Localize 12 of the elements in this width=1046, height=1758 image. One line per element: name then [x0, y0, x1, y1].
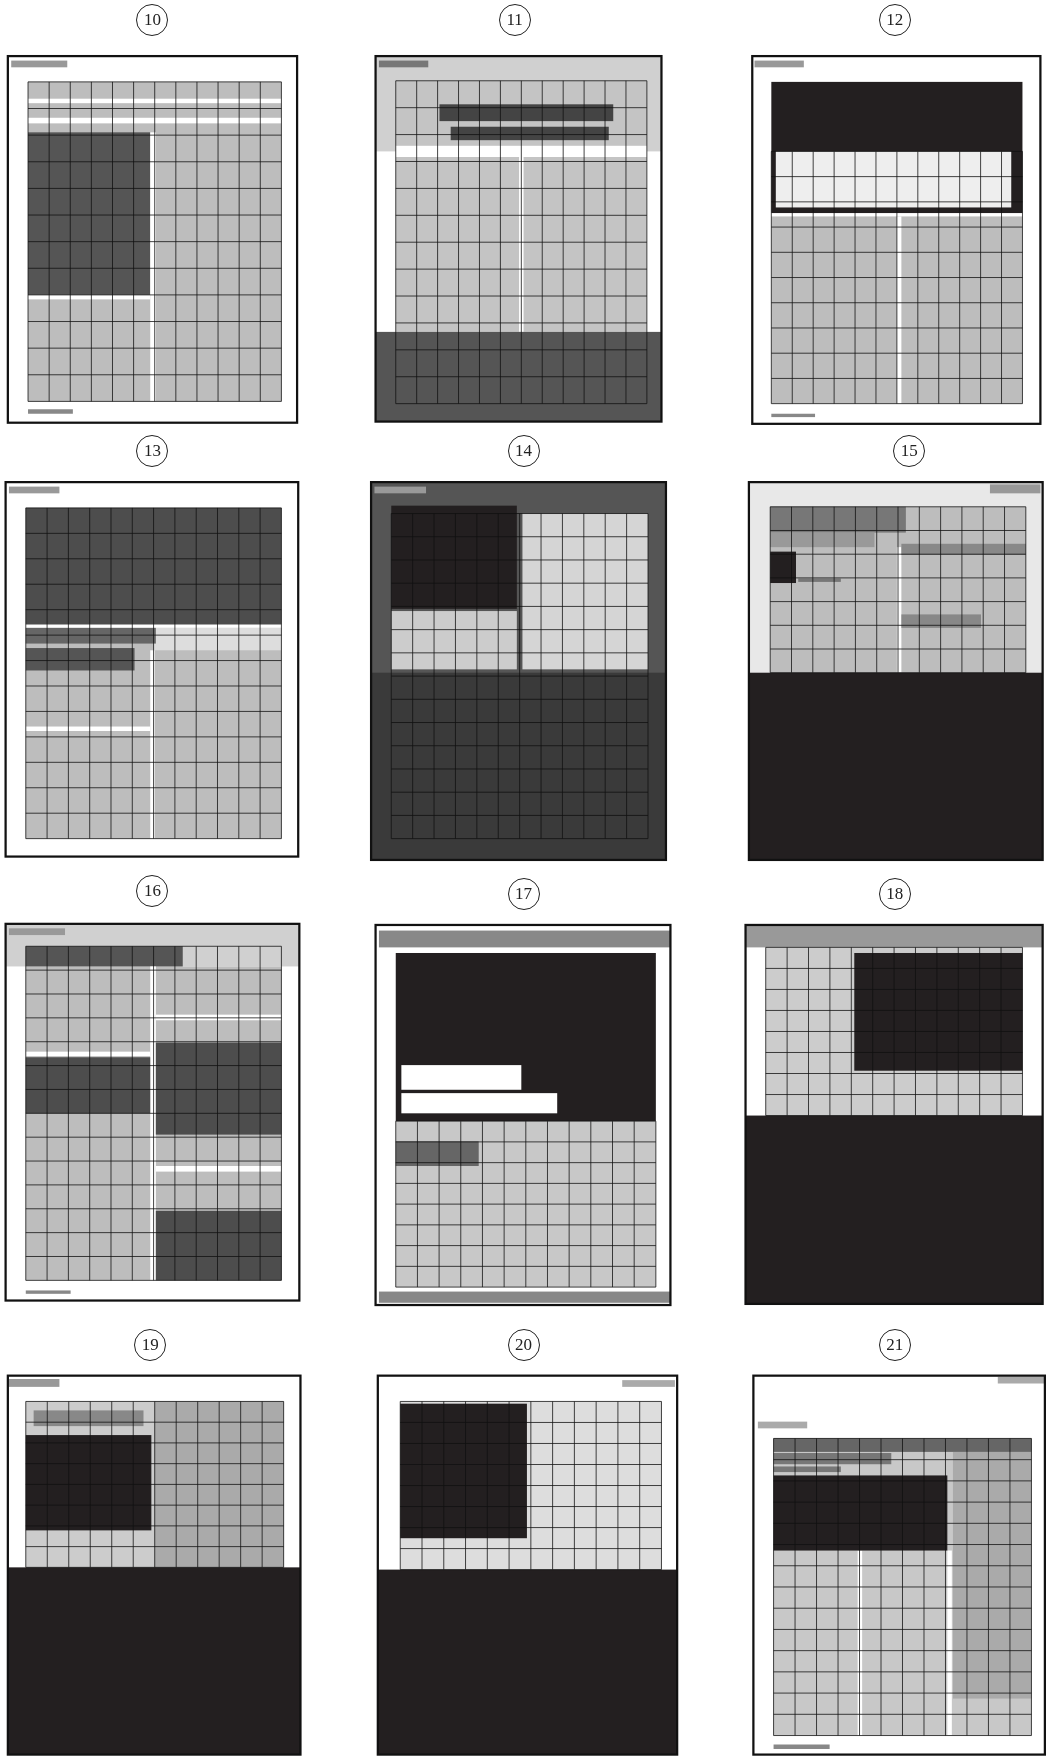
number-circle: 14: [507, 434, 540, 467]
number-circle: 20: [507, 1329, 540, 1362]
number-circle: 10: [136, 4, 169, 37]
number-circle: 11: [498, 4, 531, 37]
number-circle: 12: [878, 4, 911, 37]
number-circle: 15: [893, 434, 926, 467]
number-circle: 13: [136, 434, 169, 467]
number-circle: 16: [136, 875, 169, 908]
number-circle: 19: [134, 1329, 167, 1362]
number-circle: 18: [878, 877, 911, 910]
number-circle: 21: [878, 1329, 911, 1362]
number-circle: 17: [507, 877, 540, 910]
